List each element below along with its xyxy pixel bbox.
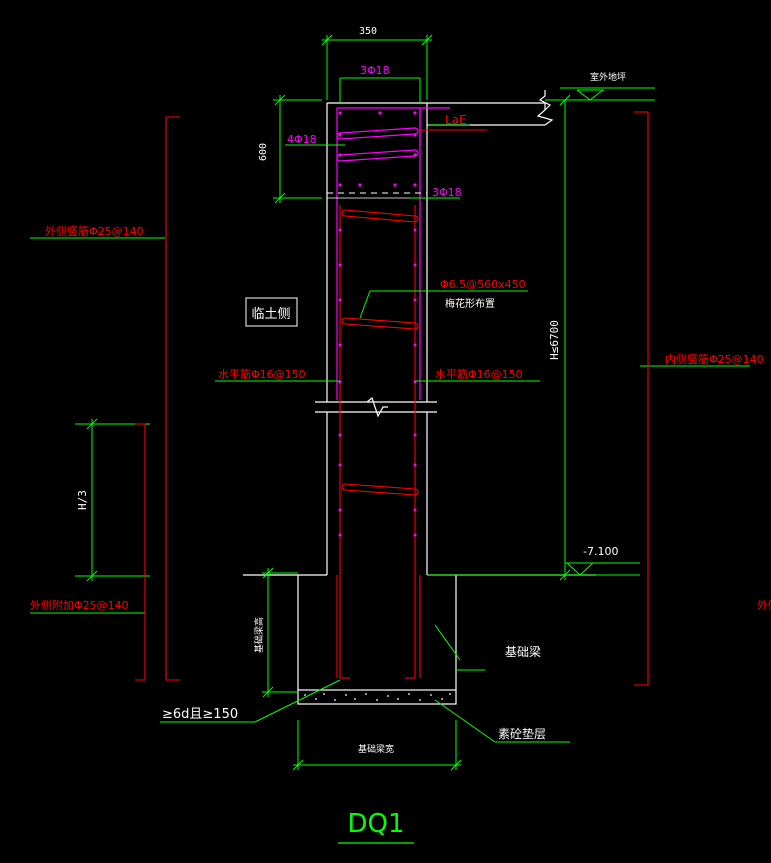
- dim-h-third: H/3: [76, 490, 89, 510]
- top-stirrup-cage: [336, 107, 450, 400]
- label-tie-bar: Φ6.5@560x450: [440, 278, 526, 291]
- label-lae: LaE: [445, 113, 467, 127]
- label-edge-cut: 外侧: [757, 599, 771, 612]
- dim-top-height: 600: [258, 143, 269, 161]
- label-horiz-right: 水平筋Φ16@150: [435, 367, 523, 381]
- label-outer-additional: 外侧附加Φ25@140: [30, 598, 129, 612]
- label-foundation-beam: 基础梁: [505, 644, 541, 659]
- label-soil-side: 临土侧: [251, 307, 290, 322]
- dim-foundation-width: 基础梁宽: [358, 743, 394, 755]
- rebar-extent-brackets: [135, 111, 649, 686]
- vertical-rebars: [336, 129, 487, 679]
- dim-wall-height: H≤6700: [548, 320, 561, 360]
- cushion-hatch: [304, 693, 451, 701]
- label-anchor-note: ≥6d且≥150: [162, 707, 238, 722]
- rebar-dots: [338, 111, 417, 537]
- label-mid-bars: 4Φ18: [287, 133, 317, 146]
- label-tie-note: 梅花形布置: [445, 297, 495, 310]
- label-top-bars: 3Φ18: [360, 64, 390, 77]
- drawing-title: DQ1: [347, 809, 404, 839]
- label-elevation: -7.100: [583, 545, 618, 558]
- label-inner-vertical: 内侧竖筋Φ25@140: [665, 352, 764, 366]
- label-horiz-left: 水平筋Φ16@150: [218, 367, 306, 381]
- tie-bars: [341, 209, 419, 496]
- dim-wall-width: 350: [359, 26, 377, 37]
- soil-side-box: 临土侧: [245, 297, 298, 327]
- label-outer-vertical: 外侧竖筋Φ25@140: [45, 224, 144, 238]
- dim-foundation-height: 基础梁高: [253, 617, 265, 653]
- label-cushion: 素砼垫层: [498, 726, 546, 741]
- label-lower-bars: 3Φ18: [432, 186, 462, 199]
- label-outdoor-ground: 室外地坪: [590, 71, 626, 83]
